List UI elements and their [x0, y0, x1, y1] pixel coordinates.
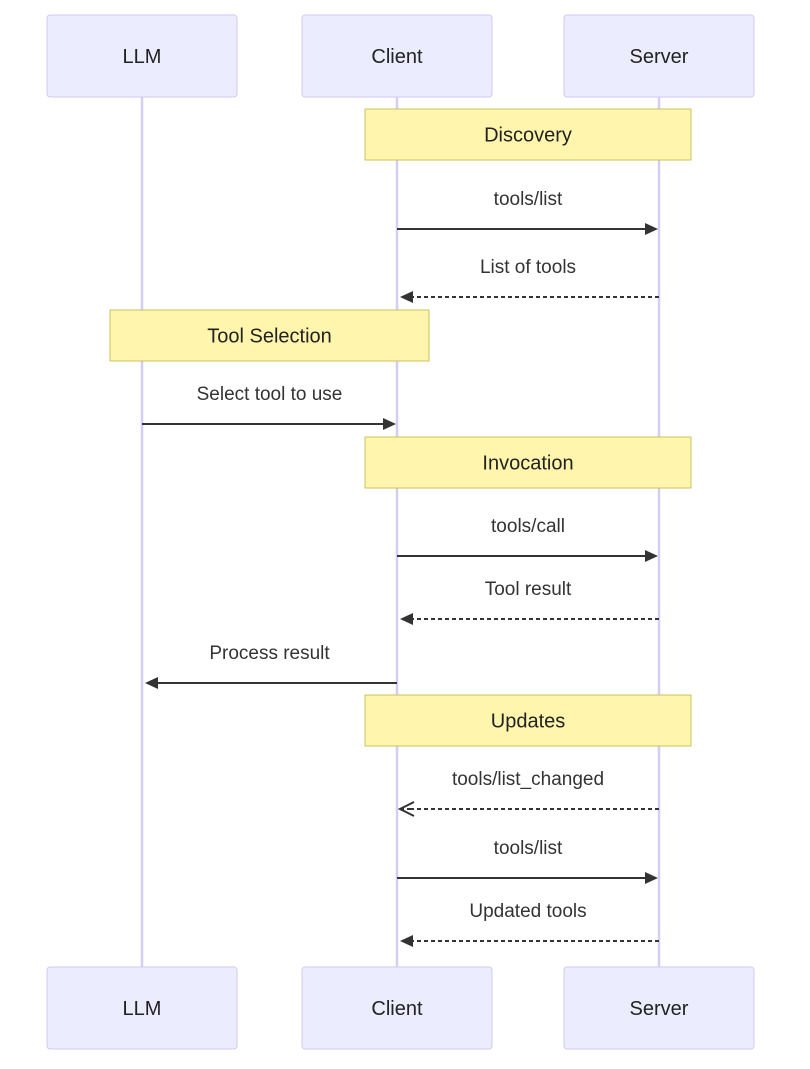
actor-server-top: Server: [563, 14, 755, 98]
arrowhead-icon: [383, 418, 396, 430]
message-label: Process result: [209, 643, 330, 664]
note-label: Updates: [491, 711, 566, 733]
actor-label: Client: [371, 998, 423, 1020]
arrowhead-icon: [400, 935, 413, 947]
note: Updates: [364, 694, 692, 747]
actor-llm-bottom: LLM: [46, 966, 238, 1050]
actor-box: [301, 14, 493, 98]
message-label: tools/list_changed: [452, 769, 604, 790]
arrowhead-icon: [645, 223, 658, 235]
note-label: Tool Selection: [207, 326, 332, 348]
actor-box: [563, 14, 755, 98]
arrowhead-icon: [400, 613, 413, 625]
arrowhead-icon: [645, 872, 658, 884]
actor-client-top: Client: [301, 14, 493, 98]
actor-label: LLM: [123, 998, 162, 1020]
actor-label: Server: [630, 998, 689, 1020]
actor-box: [563, 966, 755, 1050]
actor-box: [301, 966, 493, 1050]
note-box: [364, 108, 692, 161]
note: Invocation: [364, 436, 692, 489]
note: Discovery: [364, 108, 692, 161]
message: Select tool to use: [142, 384, 396, 430]
message-label: tools/list: [494, 838, 563, 859]
note-box: [364, 436, 692, 489]
actor-label: Server: [630, 46, 689, 68]
note-box: [109, 309, 430, 362]
actors-bottom: LLM Client Server: [46, 966, 755, 1050]
message-label: Select tool to use: [197, 384, 343, 405]
actor-box: [46, 966, 238, 1050]
arrowhead-icon: [645, 550, 658, 562]
note-box: [364, 694, 692, 747]
note-label: Discovery: [484, 125, 572, 147]
actor-label: Client: [371, 46, 423, 68]
actor-box: [46, 14, 238, 98]
message: tools/list_changed: [397, 769, 659, 817]
message-label: tools/call: [491, 516, 565, 537]
message: tools/call: [397, 516, 658, 562]
message-label: List of tools: [480, 257, 576, 278]
message: List of tools: [400, 257, 659, 303]
actor-llm-top: LLM: [46, 14, 238, 98]
actor-label: LLM: [123, 46, 162, 68]
arrowhead-icon: [400, 291, 413, 303]
arrowhead-icon: [145, 677, 158, 689]
message-label: Tool result: [485, 579, 572, 600]
lifelines: [140, 97, 661, 967]
note-label: Invocation: [482, 453, 573, 475]
message: Updated tools: [400, 901, 659, 947]
message: tools/list: [397, 189, 658, 235]
message: Process result: [145, 643, 397, 689]
note: Tool Selection: [109, 309, 430, 362]
message: Tool result: [400, 579, 659, 625]
message-label: Updated tools: [469, 901, 586, 922]
message-label: tools/list: [494, 189, 563, 210]
actors-top: LLM Client Server: [46, 14, 755, 98]
message: tools/list: [397, 838, 658, 884]
actor-client-bottom: Client: [301, 966, 493, 1050]
actor-server-bottom: Server: [563, 966, 755, 1050]
